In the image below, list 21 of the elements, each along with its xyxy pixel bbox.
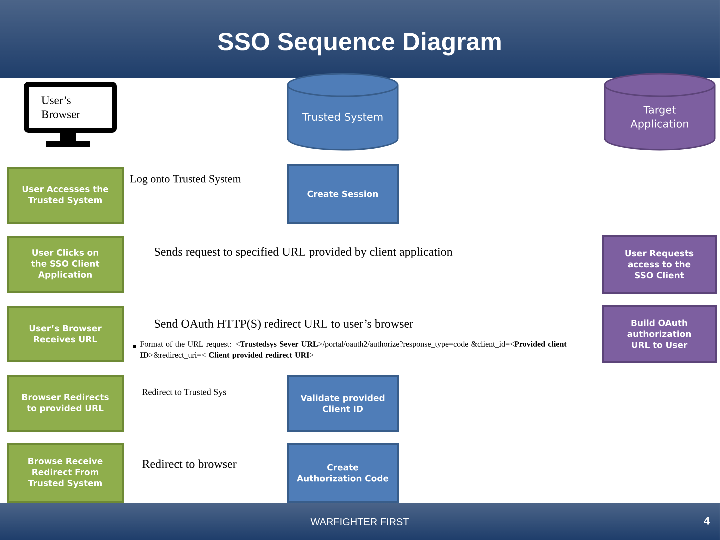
message-label: Sends request to specified URL provided by client application xyxy=(155,247,453,258)
process-box: Build OAuth authorization URL to User xyxy=(602,305,717,363)
footer-text: WARFIGHTER FIRST xyxy=(310,518,410,526)
process-box: Create Authorization Code xyxy=(287,443,399,503)
message-label: Redirect to browser xyxy=(142,460,237,468)
monitor-screen: User’s Browser xyxy=(24,82,117,133)
process-box: User Requests access to the SSO Client xyxy=(602,235,717,294)
message-label: Send OAuth HTTP(S) redirect URL to user’s browser xyxy=(155,320,414,330)
page-number: 4 xyxy=(704,517,710,525)
message-label: Redirect to Trusted Sys xyxy=(142,388,226,398)
title: SSO Sequence Diagram xyxy=(218,32,501,56)
process-box: Validate provided Client ID xyxy=(287,375,399,432)
process-box: Create Session xyxy=(287,164,399,224)
note: Format of the URL request: <Trustedsys Sever URL>/portal/oauth2/authorize?response_type=code &client_id=<Provided client ID>&redirect_uri=< Client provided redirect URI> xyxy=(140,341,567,360)
cylinder: Target Application xyxy=(604,73,716,151)
process-box: Browse Receive Redirect From Trusted System xyxy=(7,443,124,503)
process-box: User’s Browser Receives URL xyxy=(7,306,124,362)
cylinder: Trusted System xyxy=(287,73,399,151)
process-box: Browser Redirects to provided URL xyxy=(7,375,124,432)
process-box: User Accesses the Trusted System xyxy=(7,167,124,224)
process-box: User Clicks on the SSO Client Application xyxy=(7,236,124,293)
